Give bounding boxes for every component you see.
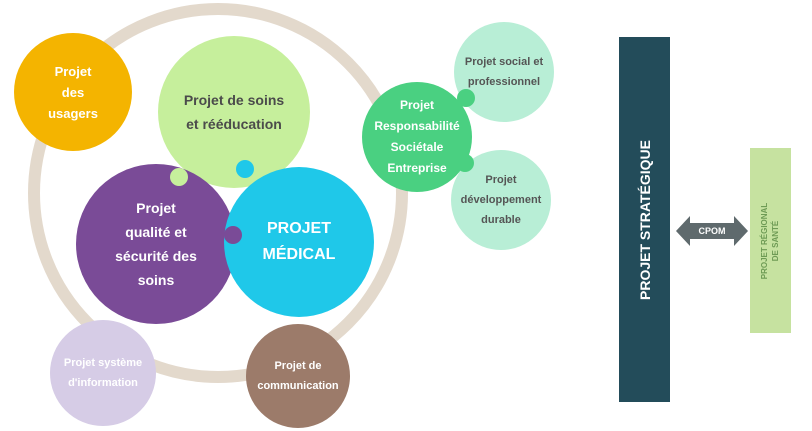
node-label: Projet de soins et rééducation bbox=[183, 92, 285, 132]
node-projet-soins-reeducation: Projet de soins et rééducation bbox=[158, 36, 310, 188]
projet-regional-sante-bar: PROJET RÉGIONAL DE SANTÉ bbox=[750, 148, 791, 333]
cpom-label: CPOM bbox=[698, 226, 726, 236]
node-projet-social-professionnel: Projet social et professionnel bbox=[454, 22, 554, 122]
connector-dot bbox=[456, 154, 474, 172]
projet-strategique-label: PROJET STRATÉGIQUE bbox=[636, 139, 653, 300]
projet-regional-sante-label: PROJET RÉGIONAL DE SANTÉ bbox=[760, 202, 781, 279]
node-label: Projet de communication bbox=[257, 360, 339, 392]
cpom-double-arrow-icon bbox=[676, 216, 748, 246]
projet-strategique-bar: PROJET STRATÉGIQUE bbox=[619, 37, 670, 402]
connector-dot bbox=[236, 160, 254, 178]
connector-dot bbox=[224, 226, 242, 244]
node-label: Projet développement durable bbox=[460, 174, 542, 226]
node-projet-rse: Projet Responsabilité Sociétale Entrepri… bbox=[362, 82, 472, 192]
node-label: Projet système d'information bbox=[63, 357, 143, 389]
node-projet-usagers: Projet des usagers bbox=[14, 33, 132, 151]
connector-dot bbox=[170, 168, 188, 186]
node-label: Projet qualité et sécurité des soins bbox=[115, 200, 197, 288]
node-label: Projet Responsabilité Sociétale Entrepri… bbox=[374, 98, 460, 175]
node-projet-developpement-durable: Projet développement durable bbox=[451, 150, 551, 250]
node-label: Projet des usagers bbox=[48, 63, 98, 121]
node-projet-systeme-information: Projet système d'information bbox=[50, 320, 156, 426]
connector-dot bbox=[457, 89, 475, 107]
node-projet-medical: PROJET MÉDICAL bbox=[224, 167, 374, 317]
node-projet-communication: Projet de communication bbox=[246, 324, 350, 428]
node-projet-qualite-securite: Projet qualité et sécurité des soins bbox=[76, 164, 236, 324]
node-label: Projet social et professionnel bbox=[464, 56, 544, 88]
node-label: PROJET MÉDICAL bbox=[262, 220, 336, 263]
